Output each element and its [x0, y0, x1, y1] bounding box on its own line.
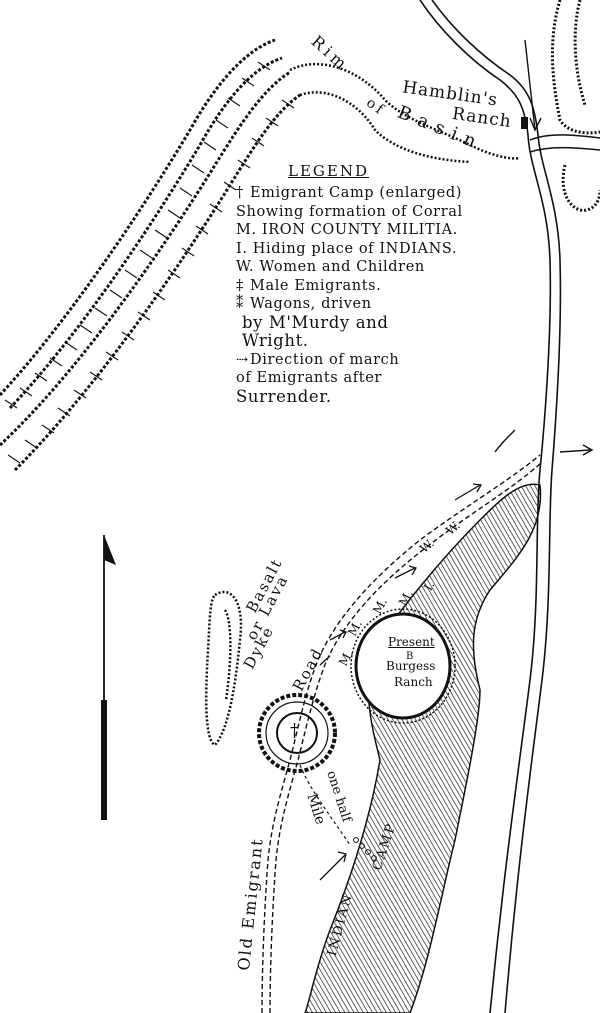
- creek-arrows: [494, 39, 594, 456]
- legend-text: W. Women and Children: [236, 259, 425, 275]
- legend-text: Emigrant Camp (enlarged): [250, 185, 462, 201]
- legend-row: of Emigrants after: [236, 369, 546, 388]
- legend-symbol: †: [236, 185, 244, 201]
- legend-row: M. IRON COUNTY MILITIA.: [236, 221, 546, 240]
- legend-text: Wright.: [242, 331, 309, 350]
- legend-row: Surrender.: [236, 386, 546, 407]
- legend-text: Showing formation of Corral: [236, 203, 463, 220]
- arrow-to-indian-camp: [319, 851, 347, 881]
- east-ridge: [304, 483, 542, 1013]
- legend-row: Showing formation of Corral: [236, 203, 546, 222]
- northeast-hills: [550, 0, 600, 212]
- mountain-ridge-inner: [0, 70, 301, 472]
- legend-text: I. Hiding place of INDIANS.: [236, 240, 458, 257]
- legend-text: Direction of march: [250, 351, 400, 368]
- emigrant-road: [261, 454, 543, 1013]
- label-camp-cross: †: [290, 720, 299, 741]
- emigrant-camp-corral: [257, 693, 337, 773]
- label-present: Present: [388, 635, 435, 649]
- legend-symbol: ‡: [236, 277, 244, 294]
- trail-to-indian-camp: [299, 764, 351, 846]
- legend-text: by M'Murdy and: [242, 312, 389, 332]
- legend-symbol: ⁑: [236, 296, 244, 312]
- map-legend: LEGEND † Emigrant Camp (enlarged) Showing …: [236, 162, 546, 406]
- legend-symbol: ⇢: [236, 351, 249, 368]
- creek: [419, 0, 600, 1013]
- legend-row: I. Hiding place of INDIANS.: [236, 240, 546, 259]
- label-burgess-1: Burgess: [386, 659, 436, 673]
- mountain-ridge-outer: [0, 38, 283, 410]
- legend-row: † Emigrant Camp (enlarged): [236, 184, 546, 203]
- rim-of-basin-hill: [289, 62, 521, 164]
- legend-text: Wagons, driven: [250, 296, 372, 312]
- legend-text: Surrender.: [236, 386, 332, 406]
- legend-text: M. IRON COUNTY MILITIA.: [236, 222, 458, 238]
- indian-camp-dots: [353, 837, 377, 861]
- legend-text: Male Emigrants.: [250, 277, 382, 294]
- legend-row: ‡ Male Emigrants.: [236, 277, 546, 296]
- label-burgess-2: Ranch: [394, 675, 433, 689]
- legend-title: LEGEND: [288, 162, 369, 180]
- legend-row: Wright.: [236, 331, 546, 351]
- mountain-ridge-hatching: [4, 61, 295, 464]
- burgess-ranch-circle: [350, 608, 456, 724]
- north-arrow: [101, 535, 116, 820]
- legend-text: of Emigrants after: [236, 370, 382, 386]
- legend-rows: † Emigrant Camp (enlarged) Showing formati…: [236, 184, 546, 406]
- basalt-dyke: [205, 590, 243, 747]
- legend-row: W. Women and Children: [236, 258, 546, 277]
- label-b-mark: B: [406, 651, 414, 662]
- legend-row: by M'Murdy and: [236, 312, 546, 333]
- march-arrows: [319, 483, 483, 666]
- hamblins-ranch-marker: [521, 117, 528, 129]
- legend-row: ⁑ Wagons, driven: [236, 295, 546, 314]
- legend-row: ⇢Direction of march: [236, 351, 546, 370]
